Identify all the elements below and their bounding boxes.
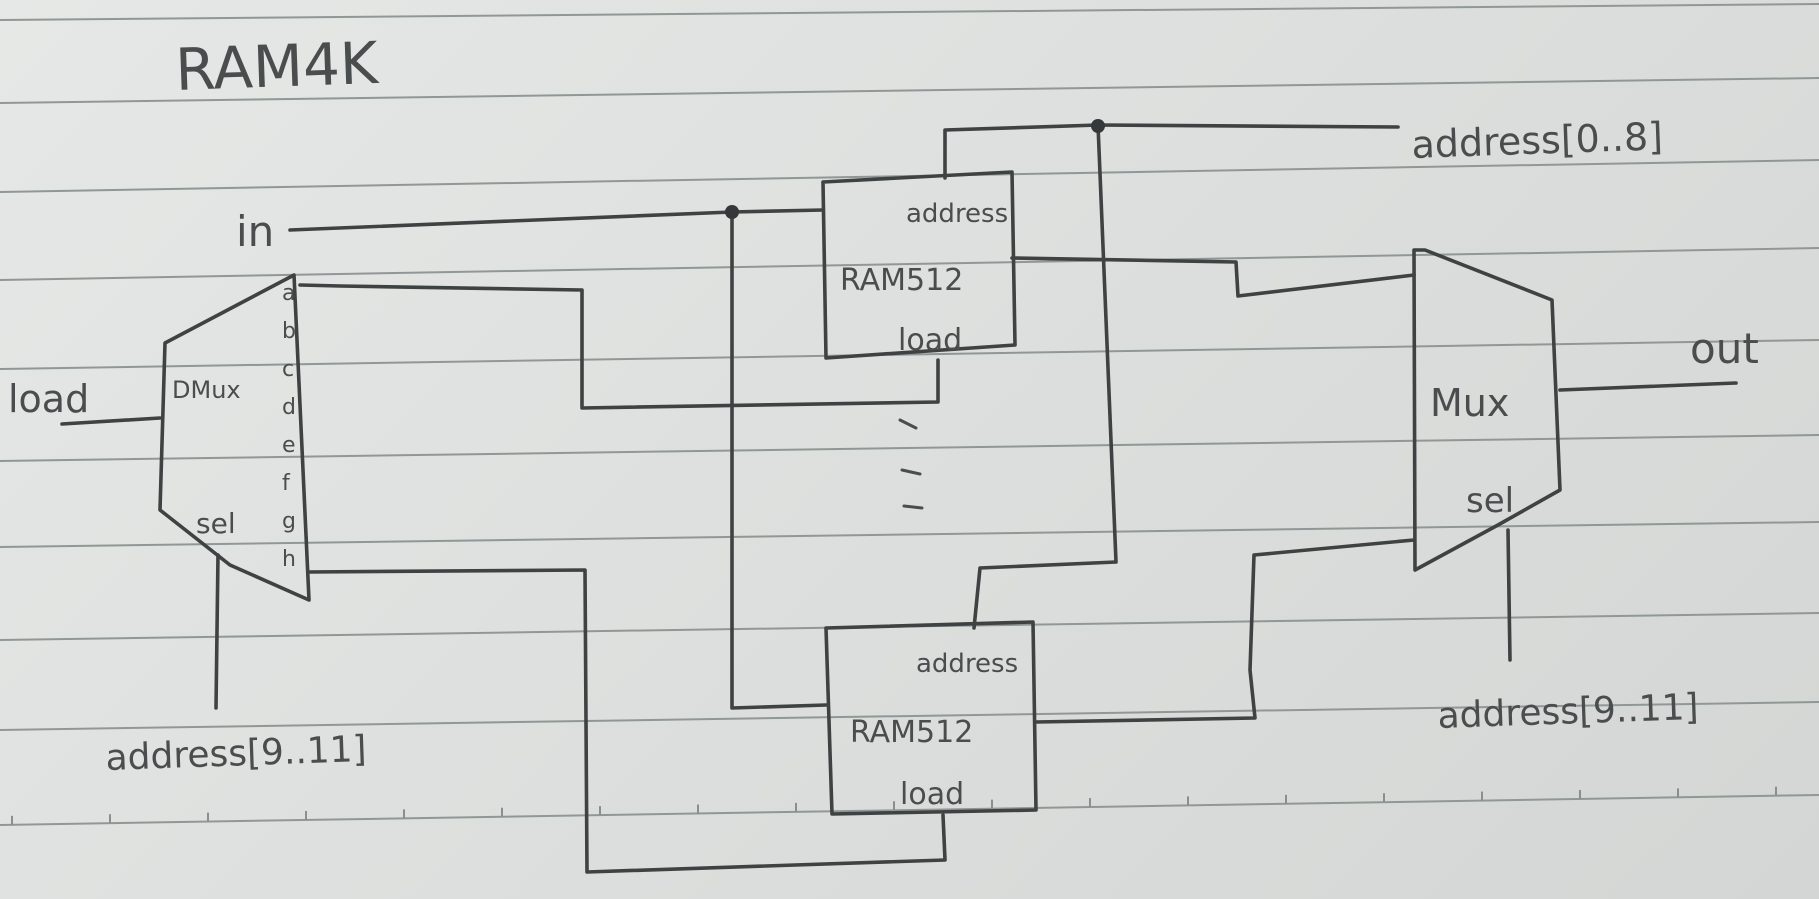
ram-bottom-out-wire [1036,540,1414,722]
dmux-a-to-ram-top-load [300,285,938,408]
dmux-output-d: d [282,395,296,420]
ram512-bottom-load-label: load [900,777,964,812]
ram512-bottom-address-label: address [916,649,1018,679]
ram512-top-name: RAM512 [840,263,963,298]
ram512-top-address-label: address [906,199,1008,229]
dmux-output-labels: a b c d e f g h [282,281,296,572]
ram512-bottom-name: RAM512 [850,715,973,750]
address-low-label: address[0..8] [1411,114,1664,167]
in-wire-to-bottom-ram [732,212,826,708]
dmux-output-g: g [282,509,296,534]
mux-sel-label: sel [1466,481,1514,521]
dmux-output-a: a [282,281,295,306]
address-high-left-label: address[9..11] [105,729,367,779]
out-label: out [1690,324,1759,373]
ram-continuation-dashes [900,420,922,508]
address-junction-dot [1091,119,1105,133]
diagram-title: RAM4K [174,29,381,104]
paper-tick-marks [12,787,1776,825]
in-junction-dot [725,205,739,219]
dmux-output-b: b [282,319,296,344]
dmux-output-e: e [282,433,296,458]
dmux-label: DMux [172,376,241,404]
in-wire [290,210,823,230]
dmux-sel-label: sel [196,507,236,540]
address-low-wire [945,125,1398,178]
mux-sel-wire [1508,530,1510,660]
dmux-output-c: c [282,357,294,382]
dmux-output-h: h [282,547,296,572]
dmux-output-f: f [282,471,291,496]
mux-label: Mux [1430,381,1509,425]
out-wire [1560,383,1736,390]
load-label: load [8,377,89,421]
dmux-sel-wire [216,555,218,708]
ram512-top-load-label: load [898,323,962,358]
ram-top-out-wire [1012,258,1414,296]
address-high-right-label: address[9..11] [1437,687,1699,737]
in-label: in [236,207,274,256]
